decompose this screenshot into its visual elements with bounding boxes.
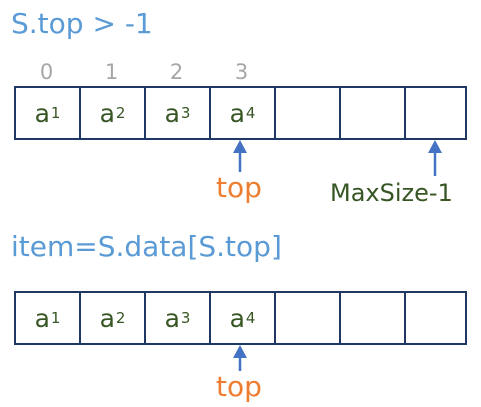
array-cell-empty: [406, 293, 471, 343]
index-label-0: 0: [39, 60, 54, 84]
array-cell-empty: [341, 88, 406, 138]
index-label-1: 1: [104, 60, 119, 84]
title-s-top-condition: S.top > -1: [11, 7, 153, 40]
top-pointer-arrowhead-2: [233, 345, 247, 358]
top-pointer-label: top: [216, 171, 262, 204]
title-item-assignment: item=S.data[S.top]: [11, 230, 282, 263]
array-cell-empty: [276, 88, 341, 138]
maxsize-pointer-label: MaxSize-1: [330, 179, 453, 207]
array-cell-empty: [276, 293, 341, 343]
top-pointer-label-2: top: [216, 370, 262, 403]
index-label-2: 2: [169, 60, 184, 84]
index-label-3: 3: [234, 60, 249, 84]
top-pointer-arrowhead-1: [233, 140, 247, 153]
maxsize-pointer-arrowhead: [428, 140, 442, 153]
array-cell-empty: [341, 293, 406, 343]
